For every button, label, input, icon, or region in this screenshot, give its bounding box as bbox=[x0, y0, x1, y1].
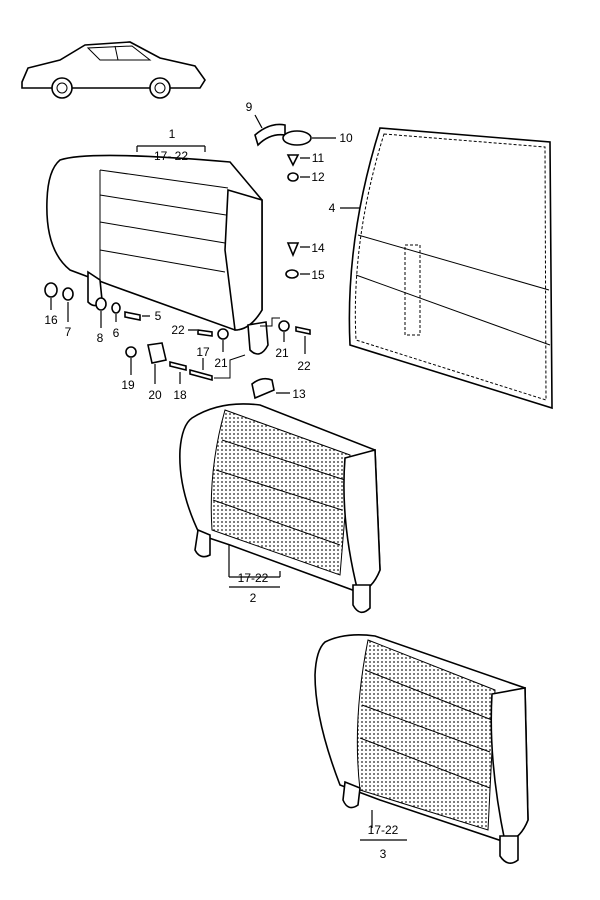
hardware-9-12: 9 10 11 12 14 15 bbox=[246, 100, 353, 282]
callout-10: 10 bbox=[339, 131, 353, 145]
callout-12: 12 bbox=[311, 170, 325, 184]
callout-17: 17 bbox=[196, 345, 210, 359]
callout-4: 4 bbox=[329, 201, 336, 215]
callout-5: 5 bbox=[155, 309, 162, 323]
seat-backrest-1 bbox=[46, 154, 269, 355]
callout-11: 11 bbox=[312, 151, 325, 165]
callout-7: 7 bbox=[65, 325, 72, 339]
assembly-range: 17- 22 bbox=[154, 149, 188, 163]
callout-20: 20 bbox=[148, 388, 162, 402]
assembly-3-callout: 17-22 3 bbox=[360, 823, 407, 861]
callout-16: 16 bbox=[44, 313, 58, 327]
car-side-icon bbox=[21, 41, 206, 99]
seat-backrest-2 bbox=[179, 403, 381, 614]
callout-13: 13 bbox=[292, 387, 306, 401]
callout-21: 21 bbox=[275, 346, 289, 360]
callout-21: 21 bbox=[214, 356, 228, 370]
assembly-2-callout: 17-22 2 bbox=[229, 571, 280, 605]
assembly-range: 17-22 bbox=[238, 571, 269, 585]
callout-22: 22 bbox=[297, 359, 311, 373]
callout-15: 15 bbox=[311, 268, 325, 282]
assembly-number: 2 bbox=[250, 591, 257, 605]
callout-6: 6 bbox=[113, 326, 120, 340]
assembly-number: 1 bbox=[169, 127, 176, 141]
assembly-number: 3 bbox=[380, 847, 387, 861]
callout-18: 18 bbox=[173, 388, 187, 402]
assembly-1-callout: 1 17- 22 bbox=[136, 127, 206, 163]
assembly-range: 17-22 bbox=[368, 823, 399, 837]
callout-19: 19 bbox=[121, 378, 135, 392]
callout-22: 22 bbox=[171, 323, 185, 337]
callout-14: 14 bbox=[311, 241, 325, 255]
callout-9: 9 bbox=[246, 100, 253, 114]
hardware-5-22: 16 7 8 6 5 22 21 21 22 17 19 20 18 13 bbox=[44, 282, 311, 402]
callout-8: 8 bbox=[97, 331, 104, 345]
rear-panel-4: 4 bbox=[329, 127, 553, 410]
seat-backrest-3 bbox=[314, 634, 529, 864]
